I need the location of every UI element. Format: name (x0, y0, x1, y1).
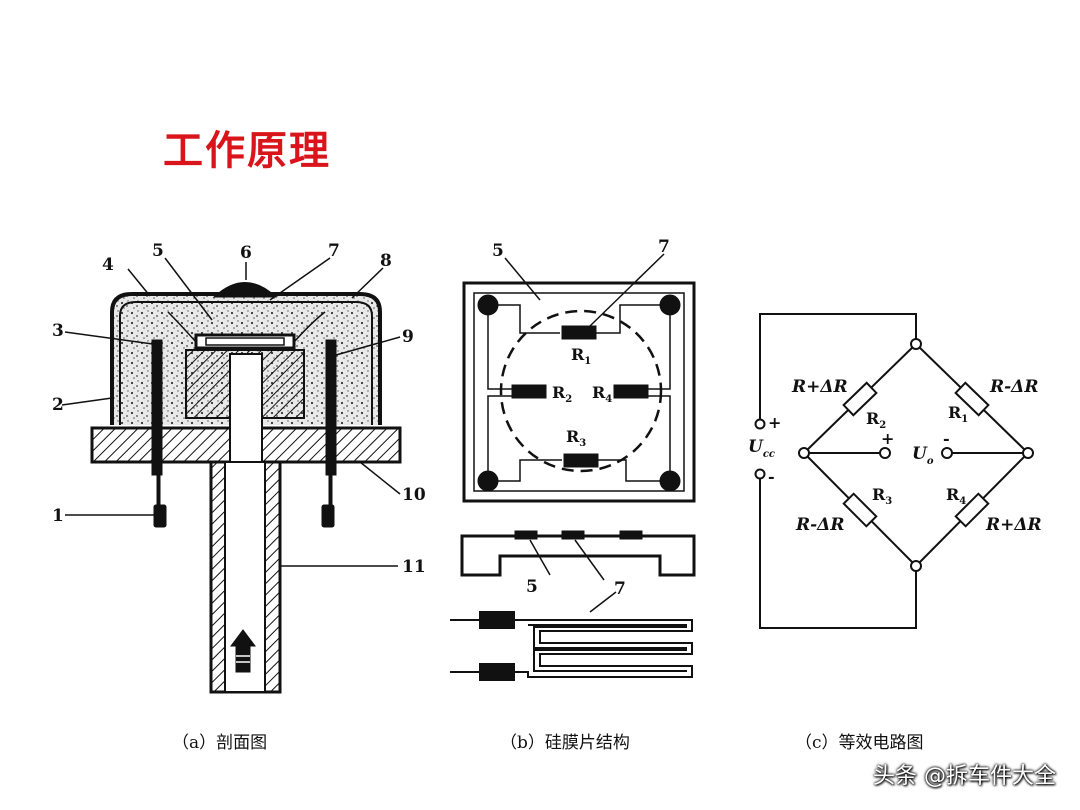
membrane-r1-label: R1 (571, 345, 591, 367)
bridge-resistor-r4 (954, 492, 990, 528)
bridge-resistor-r2 (842, 381, 878, 417)
output-plus: + (881, 429, 894, 448)
membrane-labels: 5 7 R1 R2 R4 R3 5 7 (492, 237, 670, 599)
callout-10: 10 (402, 485, 426, 505)
caption-a: （a）剖面图 (172, 733, 268, 753)
membrane-section (460, 534, 696, 577)
membrane-r3-label: R3 (566, 427, 586, 449)
supply-plus: + (768, 413, 781, 432)
cross-section-diagram (61, 257, 402, 694)
caption-c: （c）等效电路图 (795, 733, 924, 753)
membrane-r2-label: R2 (552, 383, 572, 405)
bridge-r1-label: R1 (948, 403, 968, 425)
bridge-resistor-r1 (954, 381, 990, 417)
callout-5: 5 (152, 241, 164, 261)
supply-voltage-label: Ucc (748, 437, 775, 460)
supply-minus: - (768, 467, 775, 486)
callout-9: 9 (402, 327, 414, 347)
bridge-r4-label: R4 (946, 485, 966, 507)
strain-gauge (450, 611, 693, 681)
membrane-frame-outer (462, 281, 696, 503)
callout-2: 2 (52, 395, 64, 415)
pin-left (151, 339, 163, 476)
bridge-r2-label: R2 (866, 409, 886, 431)
bridge-resistor-r3 (842, 492, 878, 528)
arm-label-r1: R-ΔR (989, 377, 1039, 397)
bridge-circuit-diagram (754, 313, 1034, 629)
watermark: 头条 @拆车件大全 (873, 764, 1056, 789)
callout-7: 7 (328, 241, 340, 261)
section-callout-5: 5 (526, 577, 538, 597)
callout-6: 6 (240, 243, 252, 263)
section-callout-7: 7 (614, 579, 626, 599)
cross-section-callouts: 1 2 3 4 5 6 7 8 9 10 11 (52, 241, 426, 577)
arm-label-r2: R+ΔR (791, 377, 848, 397)
resistor-r4 (613, 384, 649, 399)
callout-4: 4 (102, 255, 114, 275)
bridge-labels: R+ΔR R-ΔR R-ΔR R+ΔR R2 R1 R3 R4 Ucc + - … (748, 377, 1042, 535)
membrane-callout-7: 7 (658, 237, 670, 257)
output-voltage-label: Uo (912, 444, 934, 467)
pin-right (325, 339, 337, 476)
callout-1: 1 (52, 506, 64, 526)
dome-cap (212, 282, 278, 298)
membrane-circle (499, 309, 663, 473)
page-title: 工作原理 (163, 128, 331, 174)
callout-8: 8 (380, 251, 392, 271)
output-minus: - (943, 429, 950, 448)
callout-3: 3 (52, 321, 64, 341)
membrane-diagram (450, 253, 696, 681)
membrane-callout-5: 5 (492, 241, 504, 261)
bridge-r3-label: R3 (872, 485, 892, 507)
arm-label-r3: R-ΔR (795, 515, 845, 535)
resistor-r2 (511, 384, 547, 399)
resistor-r1 (561, 325, 597, 340)
caption-b: （b）硅膜片结构 (500, 733, 630, 753)
resistor-r3 (563, 453, 599, 468)
callout-11: 11 (402, 557, 426, 577)
membrane-r4-label: R4 (592, 383, 612, 405)
arm-label-r4: R+ΔR (985, 515, 1042, 535)
